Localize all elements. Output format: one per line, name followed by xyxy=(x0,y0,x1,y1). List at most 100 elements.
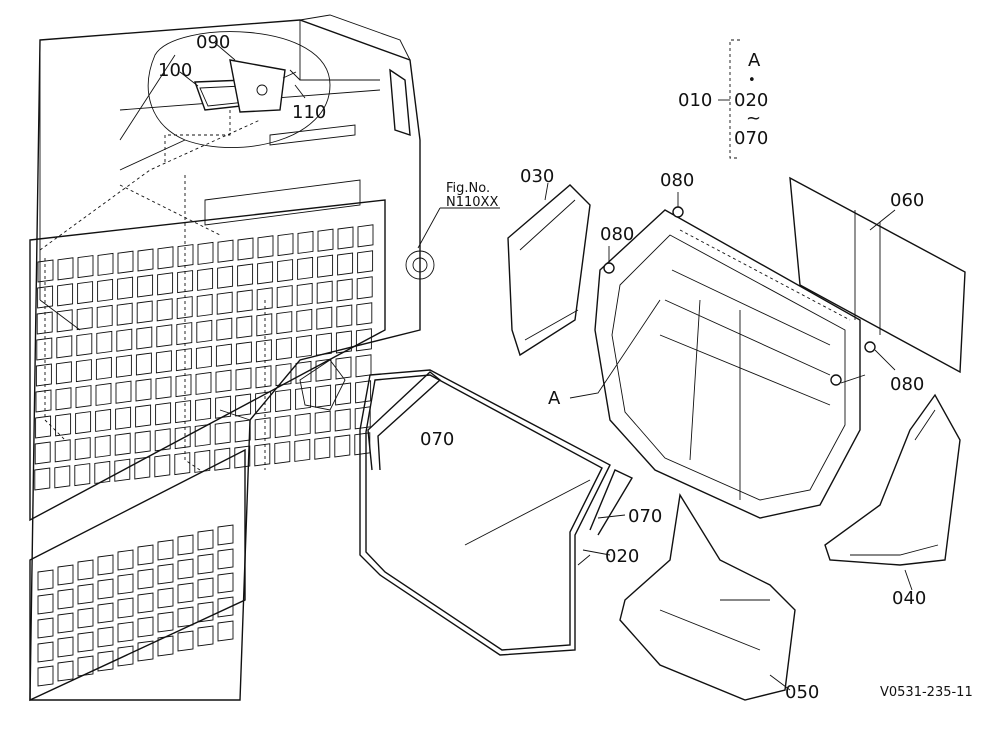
grille-cell xyxy=(57,564,74,586)
grille-cell xyxy=(194,449,211,473)
grille-cell xyxy=(137,640,154,662)
callout-070-b: 070 xyxy=(628,506,662,527)
grille-cell xyxy=(197,241,214,265)
grille-cell xyxy=(136,300,153,324)
grille-cell xyxy=(235,341,252,365)
grille-cell xyxy=(154,428,171,452)
grille-cell xyxy=(356,302,373,326)
grille-cell xyxy=(354,406,371,430)
grille-cell xyxy=(296,282,313,306)
grille-cell xyxy=(236,315,253,339)
grille-cell xyxy=(37,285,54,309)
grille-cell xyxy=(334,408,351,432)
grille-cell xyxy=(37,617,54,639)
cover-part-030 xyxy=(507,182,591,357)
grille-cell xyxy=(155,402,172,426)
grille-cell xyxy=(117,573,134,595)
grille-cell xyxy=(75,411,92,435)
grille-cell xyxy=(177,630,194,652)
grille-cell xyxy=(337,252,354,276)
grille-cell xyxy=(177,244,194,268)
grille-cell xyxy=(195,345,212,369)
grille-cell xyxy=(97,554,114,576)
grille-cell xyxy=(117,549,134,571)
grille-cell xyxy=(197,529,214,551)
grille-cell xyxy=(97,626,114,648)
grille-cell xyxy=(134,430,151,454)
grille-cell xyxy=(196,319,213,343)
grille-cell xyxy=(316,280,333,304)
grille-cell xyxy=(335,330,352,354)
seal-part-020 xyxy=(359,369,611,656)
grille-cell xyxy=(195,397,212,421)
grille-cell xyxy=(237,263,254,287)
grille-cell xyxy=(297,256,314,280)
grille-cell xyxy=(135,404,152,428)
grille-cell xyxy=(315,358,332,382)
grille-cell xyxy=(214,447,231,471)
grille-cell xyxy=(155,350,172,374)
grille-cell xyxy=(97,602,114,624)
grille-cell xyxy=(76,333,93,357)
grille-cell xyxy=(315,332,332,356)
grille-cell xyxy=(114,432,131,456)
grille-cell xyxy=(354,432,371,456)
fig-ref-line2: N110XX xyxy=(446,195,498,210)
grille-cell xyxy=(57,257,74,281)
grille-cell xyxy=(235,367,252,391)
grille-cell xyxy=(37,569,54,591)
grille-cell xyxy=(136,326,153,350)
bolts-080 xyxy=(603,192,896,386)
grille-cell xyxy=(254,417,271,441)
grille-cell xyxy=(177,534,194,556)
grille-cell xyxy=(316,306,333,330)
grille-cell xyxy=(195,371,212,395)
grille-cell xyxy=(275,337,292,361)
grille-cell xyxy=(55,387,72,411)
grille-cell xyxy=(255,339,272,363)
side-part-040 xyxy=(824,393,961,591)
grille-cell xyxy=(75,359,92,383)
grille-cell xyxy=(137,616,154,638)
grille-cell xyxy=(175,374,192,398)
grille-cell xyxy=(115,354,132,378)
reference-lines-left xyxy=(39,119,266,471)
grille-cell xyxy=(177,582,194,604)
grille-cell xyxy=(355,328,372,352)
grille-cell xyxy=(135,352,152,376)
grille-cell xyxy=(55,361,72,385)
grille-cell xyxy=(117,250,134,274)
grille-cell xyxy=(57,636,74,658)
grille-cell xyxy=(117,597,134,619)
grille-cell xyxy=(295,334,312,358)
grille-cell xyxy=(37,665,54,687)
grille-cell xyxy=(154,454,171,478)
grille-cell xyxy=(177,270,194,294)
grille-cell xyxy=(77,655,94,677)
grille-cell xyxy=(74,463,91,487)
grille-cell xyxy=(157,635,174,657)
grille-cell xyxy=(334,434,351,458)
grille-cell xyxy=(137,592,154,614)
grille-cell xyxy=(75,385,92,409)
callout-020-list: 020 xyxy=(734,90,768,111)
grille-cell xyxy=(115,406,132,430)
grille-cell xyxy=(256,287,273,311)
grille-cell xyxy=(216,291,233,315)
strips-part-070 xyxy=(367,371,633,536)
grille-cell xyxy=(297,230,314,254)
grille-frame-lower xyxy=(29,448,246,702)
grille-cell xyxy=(177,558,194,580)
grille-cell xyxy=(36,337,53,361)
callout-050: 050 xyxy=(785,682,819,703)
bolt-part-110 xyxy=(282,69,301,81)
grille-cell xyxy=(215,369,232,393)
grille-cell xyxy=(97,578,114,600)
grille-cell xyxy=(156,324,173,348)
grille-cell xyxy=(77,255,94,279)
grille-cell xyxy=(337,226,354,250)
panel-part-060 xyxy=(789,176,966,374)
set-bracket xyxy=(729,39,740,159)
grille-cell xyxy=(155,376,172,400)
grille-cell xyxy=(277,233,294,257)
